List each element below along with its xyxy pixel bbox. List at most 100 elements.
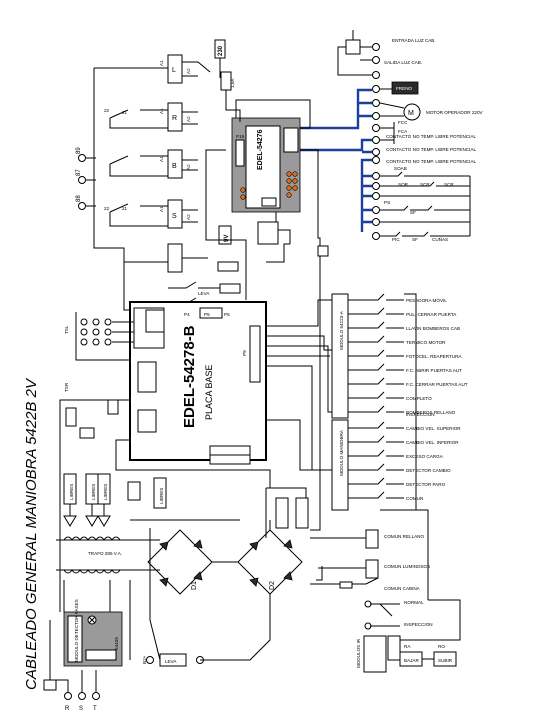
mod-man-label-6: COMUN [406, 496, 423, 501]
p6-label: P6 [224, 312, 230, 317]
p5-label: P5 [204, 312, 210, 317]
fuse-230: 230 1,5A [214, 39, 241, 122]
mod-man-label-3: EXCESO CARGA [406, 454, 444, 459]
label-89: 89 [76, 147, 82, 154]
contactor-letter-b: B [172, 163, 177, 170]
module-man-title: MODULO MANIOBRA [339, 429, 344, 476]
relay-a2-1: A2 [186, 68, 191, 74]
tsr-label: TSR [64, 382, 69, 392]
motor-symbol: M [408, 110, 414, 117]
leva-label: LEVA [198, 291, 210, 296]
ro-label: RO [438, 644, 445, 649]
label-88: 88 [76, 195, 82, 202]
mod-a-label-8: BOMBEROS RELLANO [406, 410, 456, 415]
rst-s: S [79, 706, 83, 712]
mod-a-label-6: F.C. CERRAR PUERTAS AUT [406, 382, 468, 387]
diagram-title: CABLEADO GENERAL MANIOBRA 5422B 2V [23, 377, 40, 690]
switch-row [209, 445, 309, 538]
door-motor-section: M MOTOR OPERADOR 220V FCC FCA [372, 99, 484, 144]
subir-label: SUBIR [438, 658, 453, 663]
fuse-230-label: 230 [218, 45, 224, 56]
rst-r: R [65, 706, 70, 712]
contacto-label-1: CONTACTO NO TEMP. LIBRE POTENCIAL [386, 134, 476, 139]
trafo-label: TRAFO 285 V.A. [88, 551, 122, 556]
relay-a1-2: A1 [159, 108, 164, 114]
mod-a-label-2: LLAVIN BOMBEROS CAB [406, 326, 460, 331]
ir-modules: MODULOS IR RA BAJAR RO SUBIR [356, 599, 461, 673]
freno-label: FRENO [396, 86, 413, 91]
label-21-a: 21 [122, 110, 128, 115]
mod-man-label-2: CAMBIO VEL. INFERIOR [406, 440, 459, 445]
sensor-label-6: PIC [392, 237, 400, 242]
module-cab-title: MODULO 54223-A [339, 310, 344, 350]
sensor-label-4: PS [384, 200, 390, 205]
comun-terminals: COMUN RELLANO COMUN LUMINOSOS COMUN CABI… [310, 529, 430, 591]
sensor-label-1: SOR [398, 182, 409, 187]
terminals-87-89: 89 87 88 [76, 147, 96, 210]
fcc-label: FCC [398, 120, 408, 125]
leva-bottom: LEVA B2+ [142, 653, 204, 667]
tension-4: LIBRES [159, 488, 164, 504]
inspeccion-label: INSPECCION [404, 622, 433, 627]
relay-a1-1: A1 [159, 60, 164, 66]
leva-section: LEVA [160, 243, 241, 305]
control-board: EDEL-54276 P19 [231, 117, 301, 213]
tension-1: LIBRES [69, 484, 74, 500]
module-a-rows [348, 293, 404, 413]
contactor-letter-r: R [172, 115, 177, 122]
p19-label: P19 [236, 134, 245, 139]
tension-3: LIBRES [103, 484, 108, 500]
rectifier-d1: D1 [147, 529, 213, 595]
module-54223a: MODULO 54223-A PESADORA MÓVIL PUL. CERRA… [331, 293, 468, 419]
blue-harness [300, 88, 372, 232]
mod-a-label-0: PESADORA MÓVIL [406, 297, 447, 303]
label-87: 87 [76, 169, 82, 176]
inspection-switch: NORMAL INSPECCION [364, 600, 433, 630]
contactor-switches: 22 21 22 21 [93, 67, 168, 227]
base-board: P4 P5 P6 P9 EDEL-54278-B PLACA BASE [129, 301, 267, 461]
rst-terminals: R S T [43, 620, 100, 712]
mod-a-label-4: FOTOCEL. REAPERTURA [406, 354, 462, 359]
fca-label: FCA [398, 129, 408, 134]
mod-man-label-5: DETECTOR PARO [406, 482, 446, 487]
mod-man-label-4: DETECTOR CAMBIO [406, 468, 451, 473]
module-man-rows [348, 421, 404, 499]
control-board-pins [235, 127, 299, 167]
contactor-letter-l: L [172, 67, 176, 74]
module-maniobra: MODULO MANIOBRA INSPECCION CAMBIO VEL. S… [331, 293, 461, 600]
base-board-subtitle: PLACA BASE [204, 364, 214, 420]
sensor-label-7: SF [412, 237, 418, 242]
brake-section: FRENO [372, 81, 419, 95]
label-21-b: 21 [122, 206, 128, 211]
cabin-light-section: ENTRADA LUZ CAB. SALIDA LUZ CAB. [337, 30, 436, 79]
comun-rellano-label: COMUN RELLANO [384, 534, 425, 539]
sensor-label-5: SF [410, 210, 416, 215]
normal-label: NORMAL [404, 600, 424, 605]
phase-detector-module: MODULO DETECTOR FASES 54439 [63, 599, 123, 667]
bajar-label: BAJAR [404, 658, 419, 663]
control-board-title: EDEL-54276 [257, 129, 264, 170]
mod-a-label-1: PUL. CERRAR PUERTA [406, 312, 457, 317]
entrada-luz-label: ENTRADA LUZ CAB. [392, 38, 436, 43]
transformer: TRAFO 285 V.A. [56, 536, 160, 574]
modulo-detector-label: MODULO DETECTOR FASES [74, 599, 79, 662]
sensor-label-8: CUÑAS [432, 236, 448, 242]
label-22-a: 22 [104, 108, 110, 113]
mod-a-label-3: TERMICO MOTOR [406, 340, 446, 345]
rst-t: T [93, 706, 97, 712]
relay-a2-4: A2 [186, 214, 191, 220]
fuse-15a-label: 1,5A [230, 78, 235, 88]
supply-9v-label: 9V [224, 235, 230, 242]
contacto-label-2: CONTACTO NO TEMP. LIBRE POTENCIAL [386, 147, 476, 152]
mod-a-label-7: COMPLETO [406, 396, 432, 401]
salida-luz-label: SALIDA LUZ CAB. [384, 60, 422, 65]
relay-a1-4: A1 [159, 206, 164, 212]
relay-a2-2: A2 [186, 116, 191, 122]
modulo-number-label: 54439 [114, 637, 119, 650]
d2-label: D2 [269, 581, 276, 590]
control-board-leds [240, 171, 298, 200]
mod-man-label-1: CAMBIO VEL. SUPERIOR [406, 426, 461, 431]
p9-label: P9 [242, 350, 247, 356]
p4-label: P4 [184, 312, 190, 317]
